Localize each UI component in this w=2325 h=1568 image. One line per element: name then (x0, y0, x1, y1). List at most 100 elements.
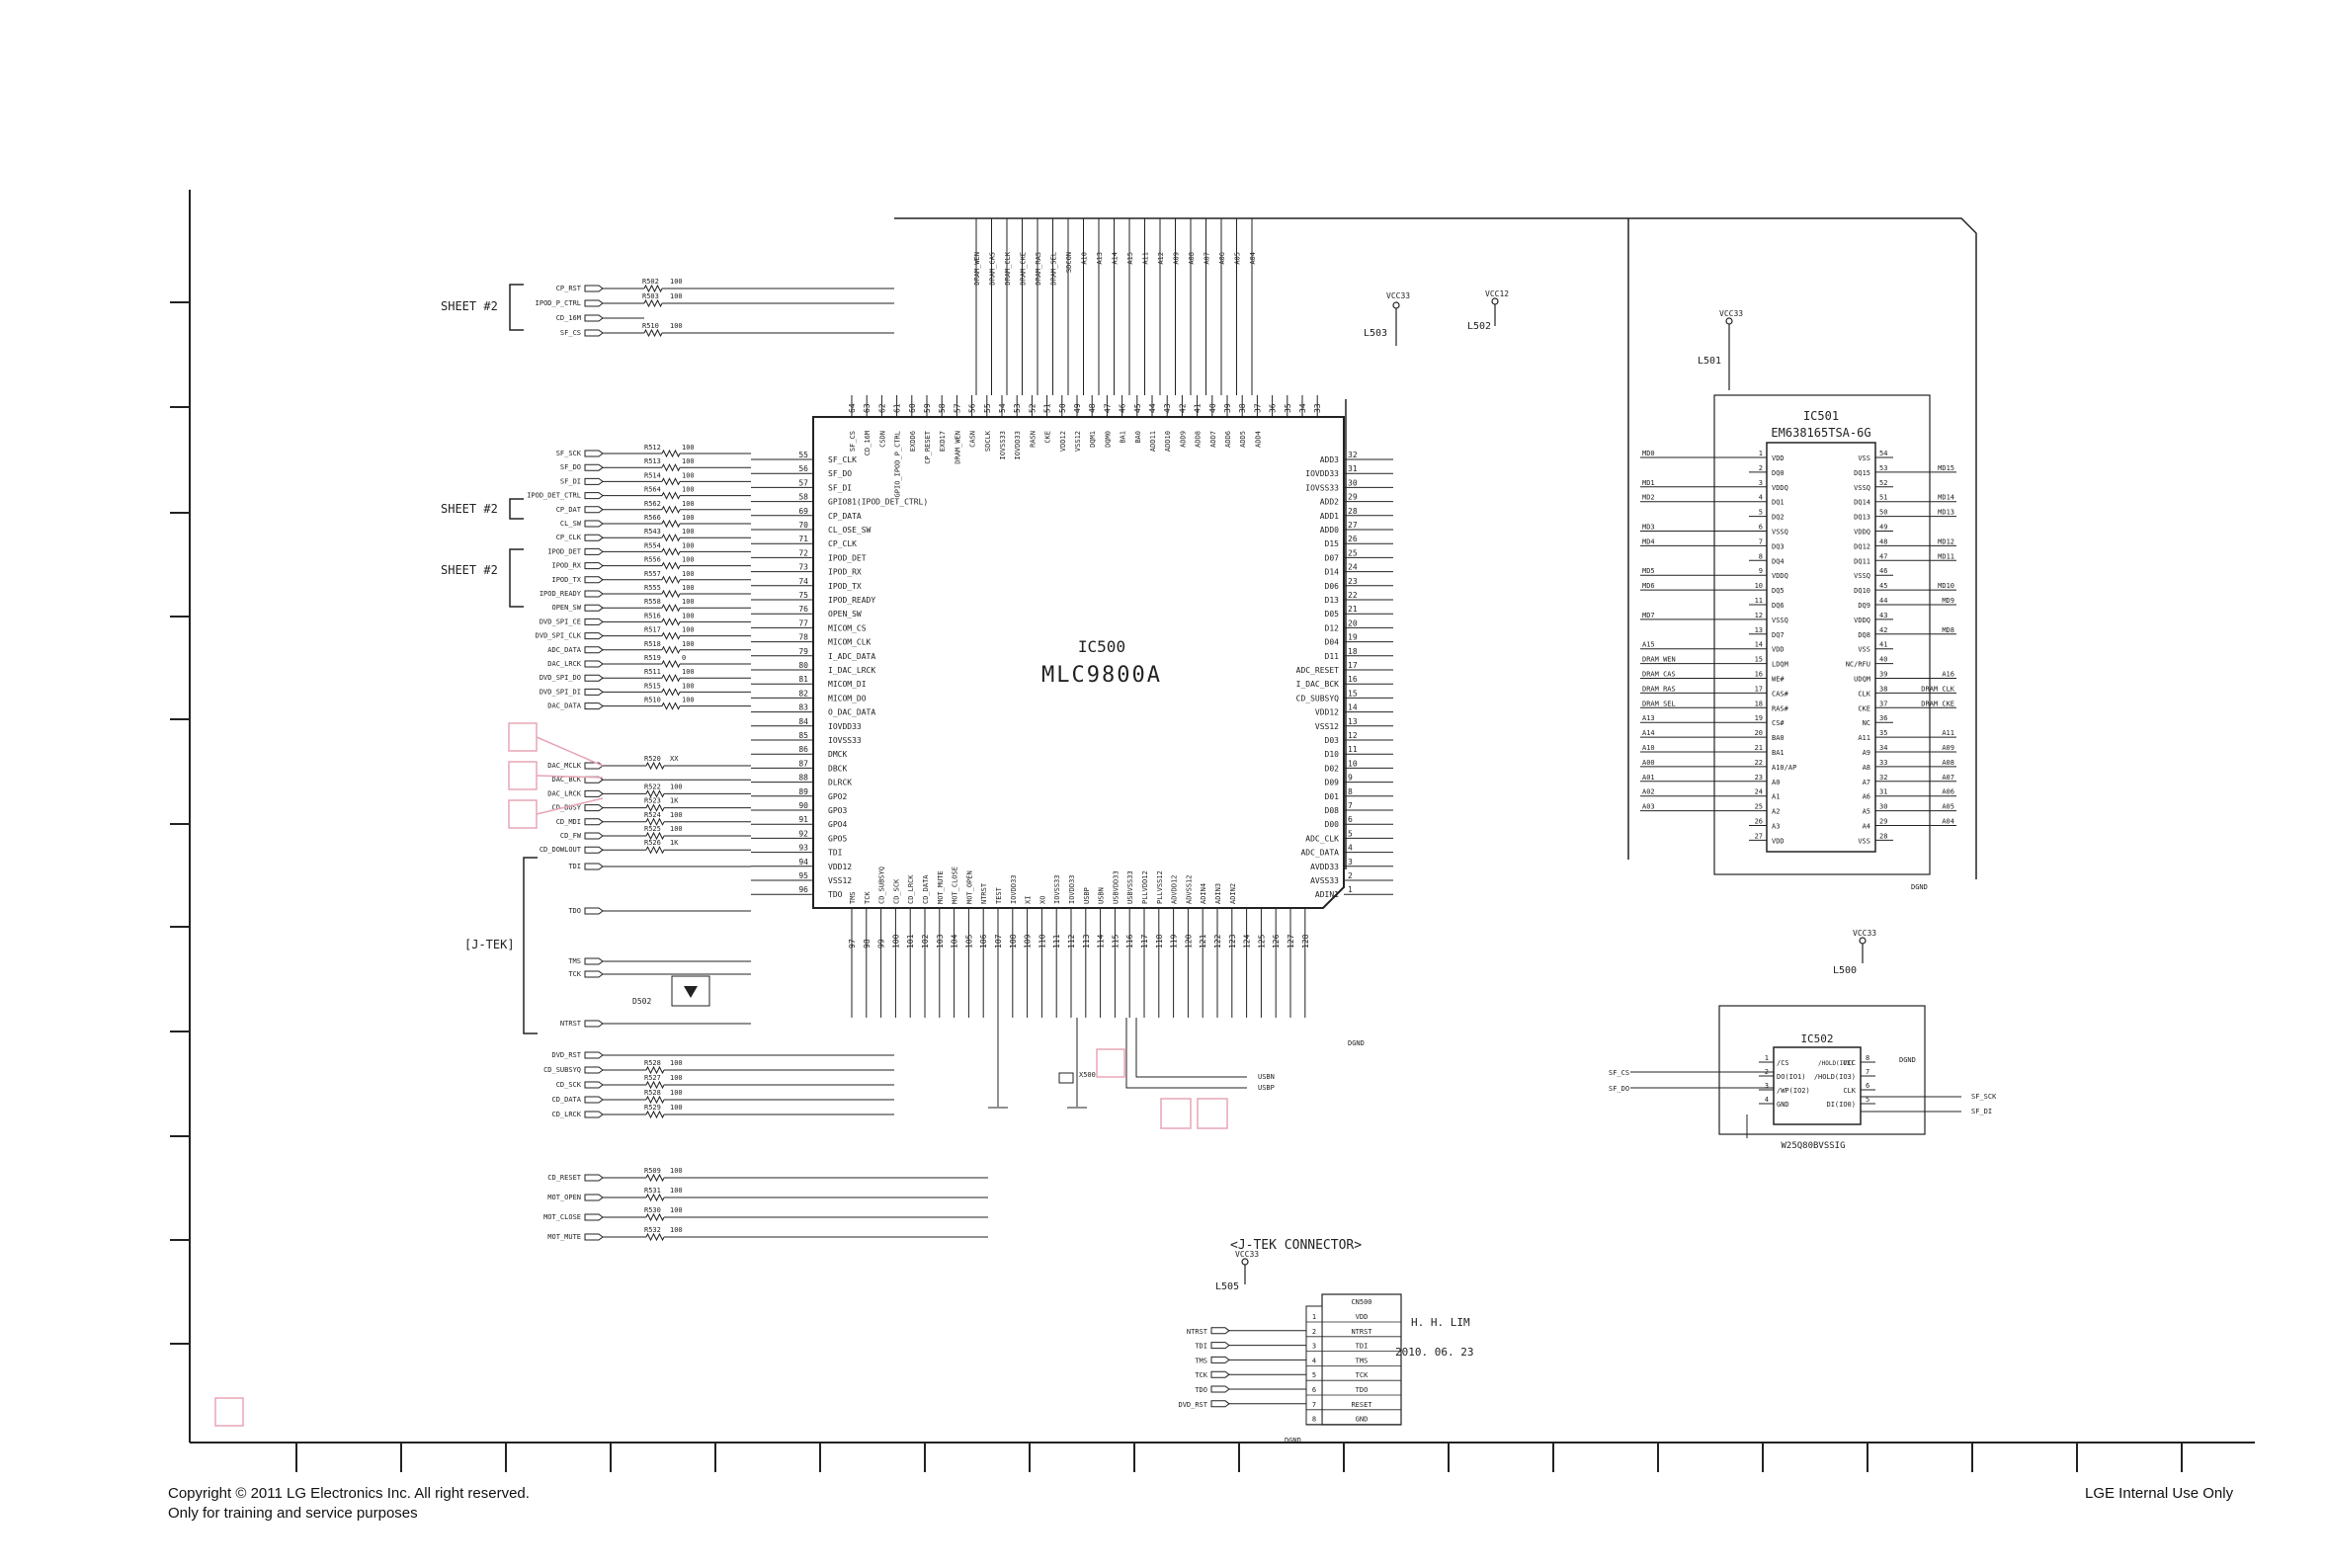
net-label: TMS (568, 957, 581, 965)
resistor-value: 100 (670, 783, 683, 790)
resistor-value: 100 (670, 322, 683, 330)
cn500-ref: CN500 (1351, 1298, 1371, 1306)
ic500-pin-signal: SF_DI (828, 483, 852, 492)
l501-label: L501 (1698, 356, 1721, 367)
ic500-pin-number: 88 (798, 774, 808, 783)
ic502-pin-number: 4 (1765, 1096, 1769, 1104)
resistor-ref: R566 (644, 514, 661, 522)
ic501-net-label: MD14 (1938, 494, 1954, 502)
ic500-pin-number: 79 (798, 647, 808, 656)
resistor-ref: R512 (644, 444, 661, 452)
net-label: MOT_OPEN (547, 1194, 581, 1201)
net-flag (584, 804, 604, 812)
net-flag (1210, 1370, 1230, 1378)
ic500-pin-signal: ADD5 (1239, 431, 1247, 448)
ic501-pin-number: 25 (1755, 803, 1763, 811)
ic500-pin-signal: D03 (1325, 736, 1340, 745)
resistor-value: 100 (682, 556, 695, 564)
ic500-pin-signal: ADD4 (1254, 431, 1262, 448)
ic500-pin-number: 63 (863, 403, 872, 413)
resistor-value: 100 (670, 1074, 683, 1082)
ic501-pin-number: 54 (1879, 450, 1887, 457)
net-flag (584, 762, 604, 770)
ic502-pin-number: 7 (1866, 1068, 1869, 1076)
ic500-pin-number: 33 (1313, 403, 1322, 413)
ic500-pin-number: 61 (893, 403, 902, 413)
ic500-pin-signal: IOVSS33 (1305, 483, 1339, 492)
ic500-pin-number: 30 (1348, 478, 1358, 487)
ic502-net-sf-do: SF_DO (1609, 1085, 1629, 1093)
bus-signal: A04 (1249, 252, 1257, 265)
ic501-net-label: A16 (1942, 671, 1954, 679)
ic500-pin-number: 110 (1038, 934, 1046, 949)
net-label: IPOD_DET (547, 547, 582, 555)
resistor-ref: R562 (644, 500, 661, 508)
ic500-pin-number: 50 (1058, 403, 1067, 413)
resistor-value: 100 (670, 278, 683, 286)
ic500-pin-number: 18 (1348, 647, 1358, 656)
net-label: MOT_MUTE (547, 1233, 581, 1241)
ic500-pin-signal: ADIN2 (1229, 883, 1237, 904)
ic502-pin-signal: GND (1777, 1101, 1789, 1109)
ic500-pin-number: 123 (1228, 934, 1237, 949)
ic500-pin-number: 54 (998, 403, 1007, 413)
ic501-pin-signal: DQ7 (1772, 631, 1785, 639)
ic500-pin-number: 72 (798, 548, 808, 557)
ic500-pin-number: 96 (798, 885, 808, 894)
net-label: CD_16M (556, 314, 581, 322)
bus-signal: DRAM_CKE (1020, 252, 1028, 286)
ic500-pin-number: 97 (848, 939, 857, 949)
ic500-pin-signal: GPO4 (828, 820, 847, 829)
ic500-pin-signal: ADC_DATA (1300, 849, 1339, 858)
ic500-pin-signal: VDD12 (1315, 708, 1339, 717)
ic500-pin-number: 101 (906, 934, 915, 949)
cn500-pin-signal: GND (1356, 1416, 1369, 1424)
ic500-pin-signal: I_ADC_DATA (828, 652, 875, 661)
ic501-net-label: A07 (1942, 774, 1954, 782)
ic500-pin-number: 69 (798, 507, 808, 516)
net-label: CD_BUSY (551, 804, 581, 812)
net-label: DAC_LRCK (547, 789, 582, 797)
ic500-pin-signal: IOVSS33 (828, 736, 862, 745)
net-label: DVD_RST (551, 1051, 581, 1059)
ic500-pin-number: 31 (1348, 464, 1358, 473)
net-flag (584, 285, 604, 292)
ic501-pin-signal: DQ10 (1854, 587, 1870, 595)
ic501-pin-signal: VDD (1772, 837, 1785, 845)
ic500-pin-number: 127 (1287, 934, 1295, 949)
ic501-pin-number: 53 (1879, 464, 1887, 472)
ic500-pin-number: 128 (1301, 934, 1310, 949)
ic500-pin-number: 83 (798, 703, 808, 712)
ic501-pin-number: 14 (1755, 641, 1763, 649)
ic501-pin-signal: DQ3 (1772, 542, 1785, 550)
resistor-ref: R503 (642, 292, 659, 300)
ic501-net-label: A04 (1942, 818, 1954, 826)
ic501-pin-signal: DQ0 (1772, 469, 1785, 477)
ic500-pin-number: 85 (798, 731, 808, 740)
ic501-pin-signal: DQ6 (1772, 602, 1785, 610)
ic500-pin-number: 119 (1170, 934, 1179, 949)
resistor-symbol (661, 534, 681, 542)
ic500-pin-signal: DQM0 (1104, 431, 1112, 448)
ic501-ref: IC501 (1803, 409, 1839, 423)
ic502-net-sf-di: SF_DI (1971, 1108, 1992, 1115)
ic501-pin-number: 5 (1759, 509, 1763, 517)
ic500-pin-signal: SF_CS (849, 431, 857, 452)
net-flag (584, 492, 604, 500)
dgnd-connector: DGND (1285, 1437, 1301, 1444)
ic500-pin-number: 21 (1348, 605, 1358, 614)
ic501-pin-signal: WE# (1772, 676, 1785, 684)
ic500-pin-number: 25 (1348, 548, 1358, 557)
ic500-pin-signal: EXD17 (939, 431, 947, 452)
net-flag (584, 1111, 604, 1118)
resistor-value: 100 (670, 292, 683, 300)
ic501-pin-number: 9 (1759, 567, 1763, 575)
ic501-pin-signal: A10/AP (1772, 764, 1796, 772)
ic500-pin-signal: MICOM_DO (828, 694, 867, 702)
ic500-pin-number: 122 (1213, 934, 1222, 949)
ic500-pin-number: 60 (908, 403, 917, 413)
ic502-net-sf-sck: SF_SCK (1971, 1093, 1997, 1101)
drawing-date: 2010. 06. 23 (1395, 1346, 1473, 1359)
